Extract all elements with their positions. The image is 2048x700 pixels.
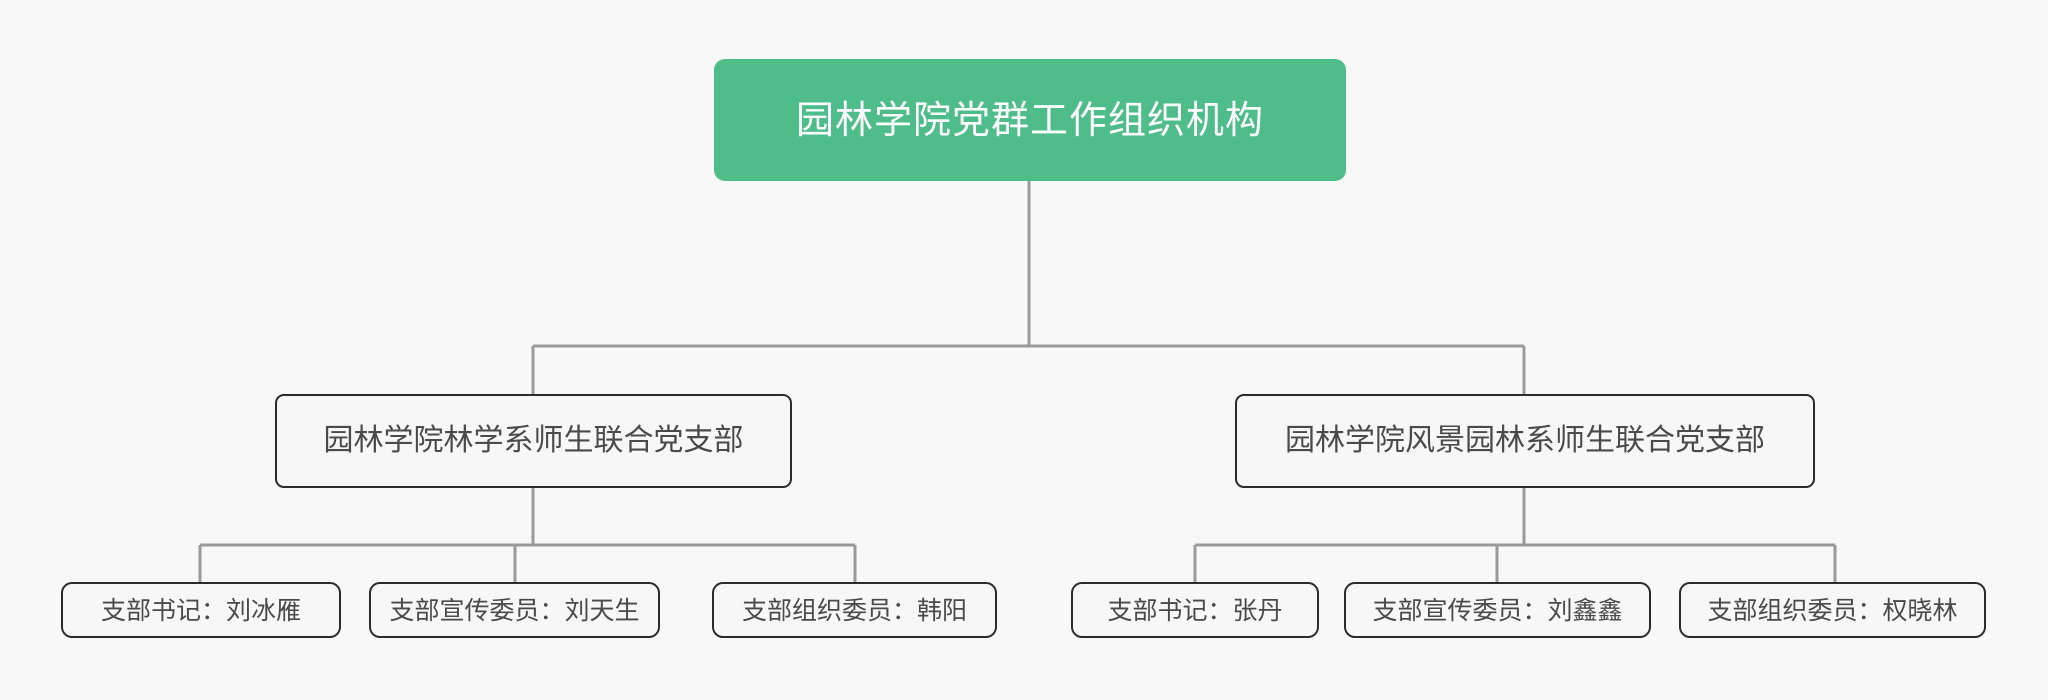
org-node-leaf-0-label: 支部书记：刘冰雁	[100, 595, 301, 625]
org-node-branch-0-label: 园林学院林学系师生联合党支部	[323, 423, 744, 458]
org-node-leaf-1[interactable]: 支部宣传委员：刘天生	[369, 582, 660, 638]
org-node-leaf-2-label: 支部组织委员：韩阳	[741, 595, 967, 625]
org-node-root[interactable]: 园林学院党群工作组织机构	[714, 59, 1346, 181]
org-node-branch-1[interactable]: 园林学院风景园林系师生联合党支部	[1235, 394, 1815, 488]
org-node-leaf-4-label: 支部宣传委员：刘鑫鑫	[1372, 595, 1623, 625]
org-node-leaf-2[interactable]: 支部组织委员：韩阳	[712, 582, 997, 638]
org-node-leaf-1-label: 支部宣传委员：刘天生	[389, 595, 640, 625]
org-node-leaf-0[interactable]: 支部书记：刘冰雁	[61, 582, 341, 638]
org-node-leaf-3[interactable]: 支部书记：张丹	[1071, 582, 1319, 638]
org-node-branch-1-label: 园林学院风景园林系师生联合党支部	[1285, 423, 1765, 458]
org-node-branch-0[interactable]: 园林学院林学系师生联合党支部	[275, 394, 792, 488]
org-node-root-label: 园林学院党群工作组织机构	[795, 98, 1264, 142]
org-node-leaf-5-label: 支部组织委员：权晓林	[1707, 595, 1958, 625]
org-node-leaf-4[interactable]: 支部宣传委员：刘鑫鑫	[1344, 582, 1651, 638]
org-node-leaf-3-label: 支部书记：张丹	[1107, 595, 1283, 625]
org-node-leaf-5[interactable]: 支部组织委员：权晓林	[1679, 582, 1986, 638]
